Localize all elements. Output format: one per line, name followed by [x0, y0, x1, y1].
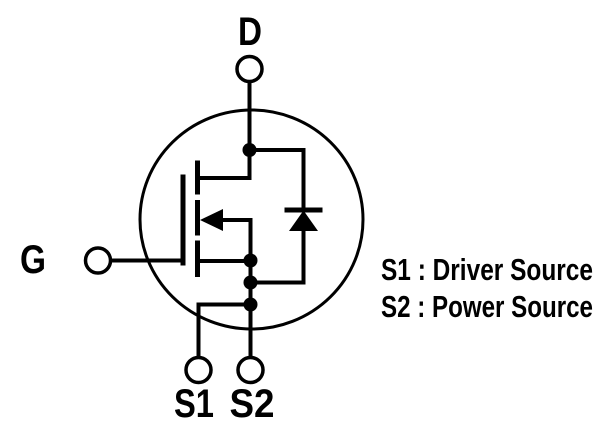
legend-line-power-source: S2 : Power Source: [381, 289, 593, 324]
body-arrow-icon: [200, 209, 223, 231]
source2-label: S2: [230, 382, 275, 426]
diode-triangle: [289, 210, 318, 231]
diode-anode-wire: [248, 229, 306, 285]
drain-lead-wire: [198, 79, 252, 180]
body-diode-icon: [247, 148, 323, 285]
junction-dot: [243, 297, 258, 312]
gate-terminal-pin: [83, 246, 113, 275]
drain-label: D: [238, 10, 262, 54]
junction-dot: [242, 143, 257, 157]
mosfet-symbol-icon: [180, 160, 253, 277]
junction-dot: [243, 253, 258, 268]
junction-dot: [243, 275, 258, 290]
gate-label: G: [20, 238, 46, 282]
legend-line-driver-source: S1 : Driver Source: [381, 252, 593, 287]
source1-label: S1: [174, 382, 214, 426]
diode-cathode-wire: [247, 148, 306, 212]
drain-terminal-pin: [235, 54, 264, 84]
source1-terminal-pin: [184, 355, 213, 385]
source2-terminal-pin: [236, 355, 265, 385]
driver-source-branch-wire: [196, 302, 253, 360]
